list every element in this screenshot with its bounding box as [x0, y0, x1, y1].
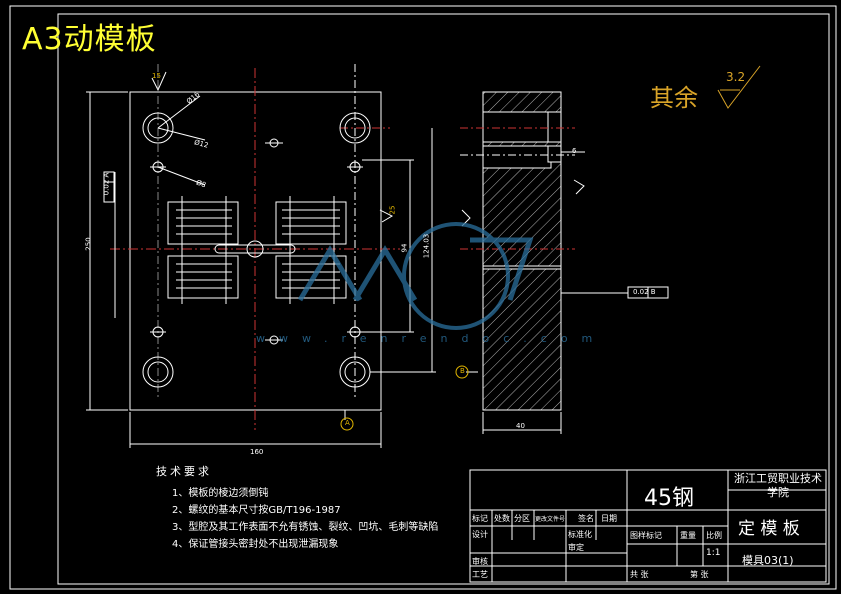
- drawing-title: A3动模板: [22, 22, 157, 57]
- front-view: [86, 64, 436, 448]
- guide-hole-tl: [142, 112, 174, 144]
- roughness-label: 其余: [650, 84, 698, 112]
- scale-value: 1:1: [706, 548, 721, 558]
- school-name: 浙江工贸职业技术学院: [734, 472, 822, 499]
- tb-design: 设计: [472, 530, 488, 539]
- roughness-25: 25: [388, 205, 397, 215]
- roughness-symbol: [717, 65, 761, 109]
- dim-thickness: 40: [516, 422, 525, 430]
- requirement-item: 4、保证管接头密封处不出现泄漏现象: [172, 539, 339, 550]
- dim-6: 6: [572, 147, 577, 155]
- dim-124: 124.03: [422, 233, 431, 259]
- requirement-item: 2、螺纹的基本尺寸按GB/T196-1987: [172, 505, 341, 516]
- tb-stage-mark: 图样标记: [630, 531, 662, 540]
- material: 45钢: [644, 486, 694, 511]
- part-name: 定 模 板: [738, 519, 800, 539]
- drawing-frame: [57, 13, 830, 585]
- tb-approve: 审定: [568, 543, 584, 552]
- roughness-15: 15: [152, 72, 161, 80]
- sheet-border: [9, 5, 837, 590]
- watermark-text: www.renrendoc.com: [256, 332, 607, 345]
- tb-review: 审核: [472, 557, 488, 566]
- watermark-logo: [297, 222, 534, 330]
- tolerance-right: 0.02 B: [633, 288, 656, 296]
- plate-section: [482, 91, 562, 411]
- tb-weight: 重量: [680, 531, 696, 540]
- tb-total: 共 张: [630, 570, 649, 579]
- roughness-value: 3.2: [726, 70, 746, 84]
- drawing-number: 模具03(1): [742, 554, 794, 567]
- tb-mark: 标记: [472, 514, 488, 523]
- dim-height: 250: [84, 237, 93, 251]
- dim-width: 160: [250, 448, 264, 456]
- guide-hole-tr: [339, 112, 371, 144]
- requirement-item: 1、模板的棱边须倒钝: [172, 488, 269, 499]
- tb-process: 工艺: [472, 570, 488, 579]
- tb-sign: 签名: [578, 514, 594, 523]
- tb-scale-label: 比例: [706, 531, 722, 540]
- title-block: [469, 469, 827, 583]
- tb-date: 日期: [601, 514, 617, 523]
- tb-count: 处数: [494, 514, 510, 523]
- requirement-item: 3、型腔及其工作表面不允有锈蚀、裂纹、凹坑、毛刺等缺陷: [172, 522, 439, 533]
- tb-standard: 标准化: [568, 530, 592, 539]
- dim-94: 94: [400, 243, 409, 253]
- tb-change-no: 更改文件号: [535, 516, 566, 523]
- section-view: [455, 91, 669, 434]
- datum-a: A: [345, 419, 350, 427]
- requirements-heading: 技术要求: [156, 465, 212, 478]
- datum-b: B: [460, 367, 465, 375]
- tolerance-left: 0.02 A: [102, 172, 111, 196]
- tb-zone: 分区: [514, 514, 530, 523]
- tb-sheet: 第 张: [690, 570, 709, 579]
- guide-hole-bl: [142, 356, 174, 388]
